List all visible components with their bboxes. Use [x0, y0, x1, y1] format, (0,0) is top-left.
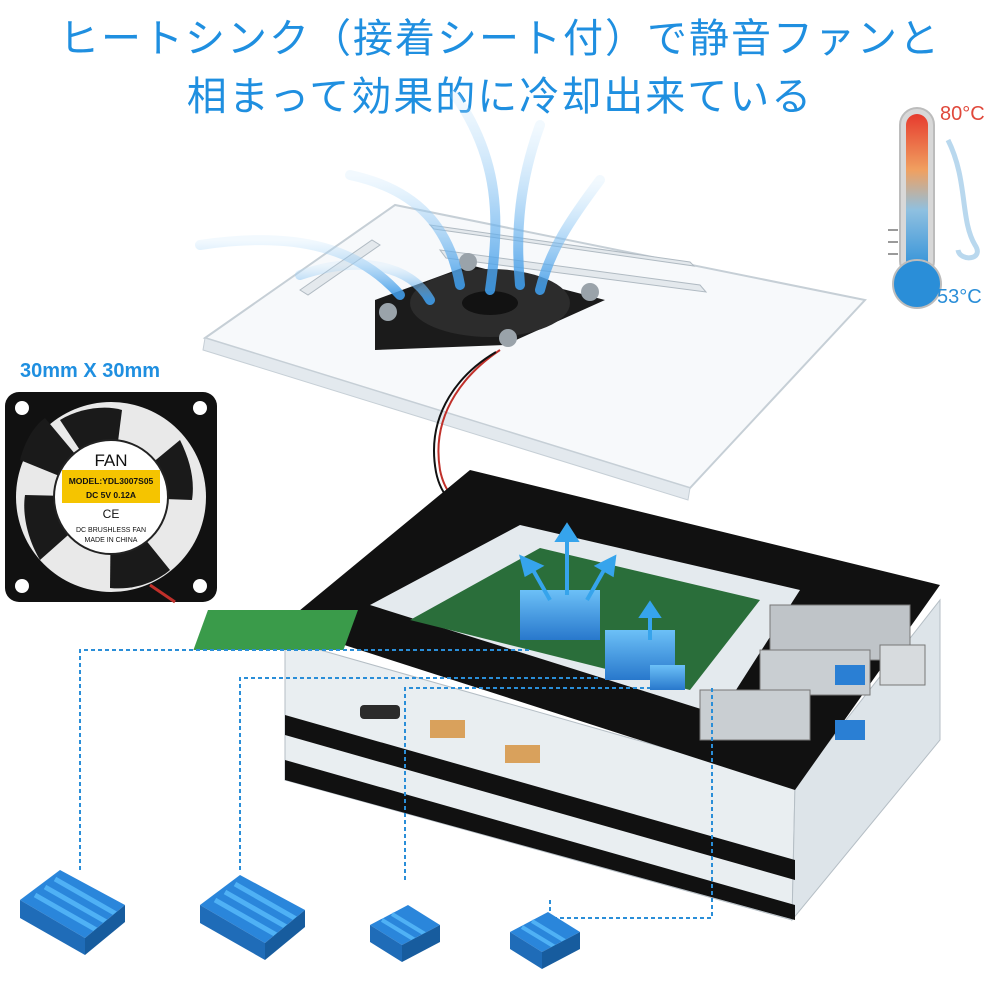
- loose-heatsink-4: [510, 912, 580, 969]
- temp-low-label: 53°C: [937, 286, 982, 308]
- fan-model: MODEL:YDL3007S05: [69, 476, 154, 486]
- loose-fan: FAN MODEL:YDL3007S05 DC 5V 0.12A CE DC B…: [5, 392, 217, 604]
- fan-size-label: 30mm X 30mm: [20, 360, 161, 382]
- headline-line-2: 相まって効果的に冷却出来ている: [186, 74, 814, 120]
- temp-high-label: 80°C: [940, 103, 985, 125]
- loose-heatsink-2: [200, 875, 305, 960]
- fan-brand: FAN: [94, 451, 127, 470]
- fan-type: DC BRUSHLESS FAN: [76, 527, 146, 534]
- mounted-fan: [375, 253, 605, 350]
- heat-arrows: [519, 522, 662, 640]
- fan-origin: MADE IN CHINA: [85, 537, 138, 544]
- fan-rating: DC 5V 0.12A: [86, 490, 136, 500]
- airflow-arrows: [195, 90, 605, 305]
- thermometer-icon: [888, 107, 980, 309]
- leader-lines: [79, 649, 713, 919]
- raspberry-pi-case: [193, 470, 941, 922]
- acrylic-top-plate: [202, 203, 867, 501]
- loose-heatsink-1: [20, 870, 125, 955]
- fan-cert: CE: [103, 507, 120, 521]
- headline-line-1: ヒートシンク（接着シート付）で静音ファンと: [59, 16, 941, 62]
- loose-heatsink-3: [370, 905, 440, 962]
